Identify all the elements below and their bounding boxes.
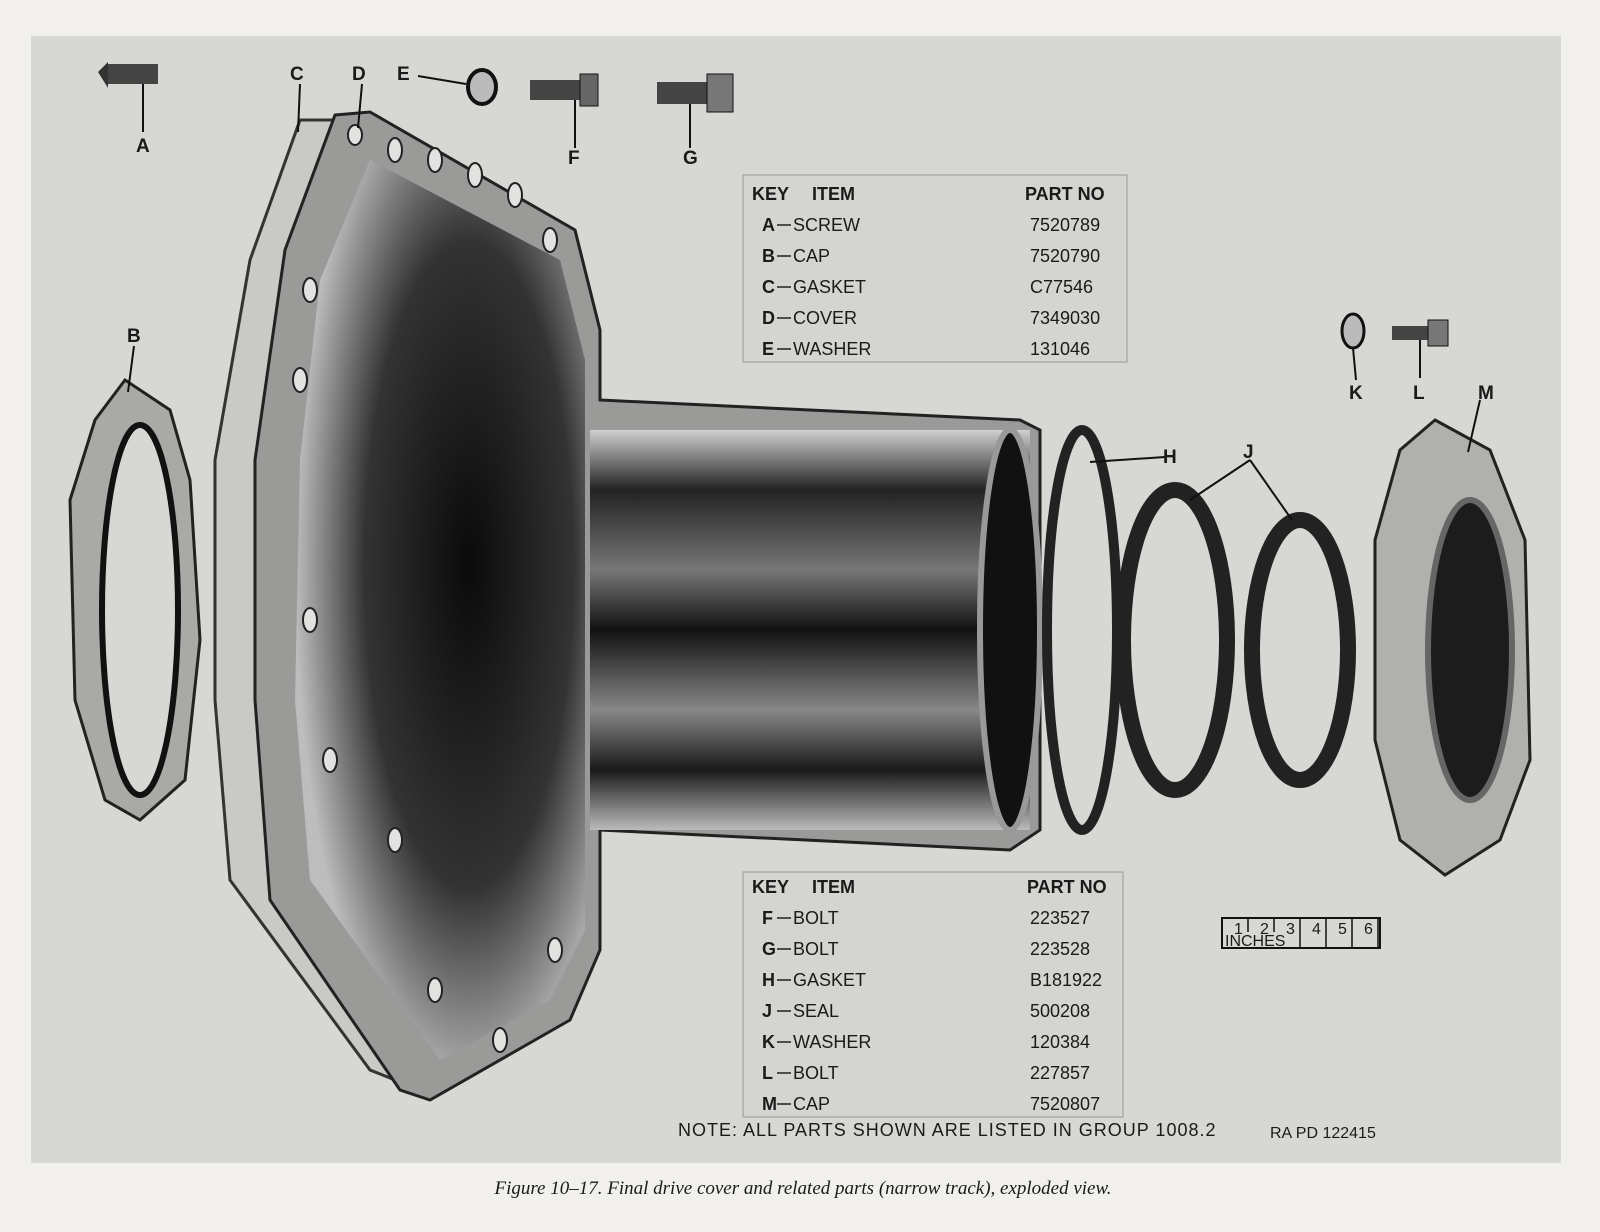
callout-m: M bbox=[1478, 383, 1494, 404]
leader-lines bbox=[127, 83, 1481, 521]
row-item: BOLT bbox=[793, 1063, 839, 1083]
table-row: A SCREW 7520789 bbox=[762, 215, 1100, 235]
bolt-g bbox=[657, 73, 734, 148]
scale-tick-label: 4 bbox=[1312, 921, 1321, 938]
row-part-no: 223527 bbox=[1030, 908, 1090, 928]
callout-a: A bbox=[136, 136, 150, 157]
callout-e: E bbox=[397, 64, 410, 85]
callout-j: J bbox=[1243, 442, 1254, 463]
row-part-no: 227857 bbox=[1030, 1063, 1090, 1083]
table-row: L BOLT 227857 bbox=[762, 1063, 1090, 1083]
row-item: CAP bbox=[793, 246, 830, 266]
row-key: D bbox=[762, 308, 775, 328]
cap-b bbox=[68, 377, 202, 822]
table-row: B CAP 7520790 bbox=[762, 246, 1100, 266]
row-key: C bbox=[762, 277, 775, 297]
row-item: WASHER bbox=[793, 1032, 871, 1052]
row-part-no: 131046 bbox=[1030, 339, 1090, 359]
bolt-f bbox=[530, 73, 599, 148]
row-key: H bbox=[762, 970, 775, 990]
row-key: L bbox=[762, 1063, 773, 1083]
header-key: KEY bbox=[752, 877, 789, 897]
row-key: E bbox=[762, 339, 774, 359]
callout-k: K bbox=[1349, 383, 1363, 404]
callout-f: F bbox=[568, 148, 580, 169]
scale-tick-label: 2 bbox=[1260, 921, 1269, 938]
row-item: GASKET bbox=[793, 970, 866, 990]
row-part-no: B181922 bbox=[1030, 970, 1102, 990]
row-key: K bbox=[762, 1032, 775, 1052]
row-item: WASHER bbox=[793, 339, 871, 359]
table-row: K WASHER 120384 bbox=[762, 1032, 1090, 1052]
callout-l: L bbox=[1413, 383, 1425, 404]
scale-tick-label: 3 bbox=[1286, 921, 1295, 938]
cover-d bbox=[253, 110, 1043, 1102]
parts-note: NOTE: ALL PARTS SHOWN ARE LISTED IN GROU… bbox=[678, 1120, 1217, 1140]
row-item: GASKET bbox=[793, 277, 866, 297]
washer-k bbox=[1340, 312, 1366, 381]
row-part-no: 7520790 bbox=[1030, 246, 1100, 266]
cap-m bbox=[1373, 418, 1532, 877]
row-part-no: 500208 bbox=[1030, 1001, 1090, 1021]
table-row: D COVER 7349030 bbox=[762, 308, 1100, 328]
callout-g: G bbox=[683, 148, 698, 169]
callout-b: B bbox=[127, 326, 141, 347]
row-key: B bbox=[762, 246, 775, 266]
row-key: A bbox=[762, 215, 775, 235]
callout-d: D bbox=[352, 64, 366, 85]
table-row: F BOLT 223527 bbox=[762, 908, 1090, 928]
row-part-no: 223528 bbox=[1030, 939, 1090, 959]
reference-number: RA PD 122415 bbox=[1270, 1125, 1376, 1142]
callout-c: C bbox=[290, 64, 304, 85]
row-item: SCREW bbox=[793, 215, 860, 235]
row-part-no: 7520807 bbox=[1030, 1094, 1100, 1114]
row-item: BOLT bbox=[793, 908, 839, 928]
table-row: M CAP 7520807 bbox=[762, 1094, 1100, 1114]
row-part-no: 7520789 bbox=[1030, 215, 1100, 235]
scale-tick-label: 6 bbox=[1364, 921, 1373, 938]
header-item: ITEM bbox=[812, 877, 855, 897]
header-part-no: PART NO bbox=[1027, 877, 1107, 897]
scale-tick-label: 5 bbox=[1338, 921, 1347, 938]
row-key: J bbox=[762, 1001, 772, 1021]
table-row: C GASKET C77546 bbox=[762, 277, 1093, 297]
seal-j bbox=[1115, 482, 1356, 798]
screw-a bbox=[98, 62, 158, 132]
row-part-no: C77546 bbox=[1030, 277, 1093, 297]
table-row: H GASKET B181922 bbox=[762, 970, 1102, 990]
row-item: CAP bbox=[793, 1094, 830, 1114]
washer-e bbox=[417, 68, 498, 106]
row-item: COVER bbox=[793, 308, 857, 328]
table-row: E WASHER 131046 bbox=[762, 339, 1090, 359]
table-row: G BOLT 223528 bbox=[762, 939, 1090, 959]
figure-caption: Figure 10–17. Final drive cover and rela… bbox=[493, 1178, 1111, 1199]
row-key: F bbox=[762, 908, 773, 928]
header-part-no: PART NO bbox=[1025, 184, 1105, 204]
bolt-l bbox=[1392, 319, 1449, 378]
row-key: M bbox=[762, 1094, 777, 1114]
scale-unit: INCHES bbox=[1225, 933, 1285, 950]
row-item: BOLT bbox=[793, 939, 839, 959]
row-item: SEAL bbox=[793, 1001, 839, 1021]
row-part-no: 120384 bbox=[1030, 1032, 1090, 1052]
table-row: J SEAL 500208 bbox=[762, 1001, 1090, 1021]
header-item: ITEM bbox=[812, 184, 855, 204]
callout-h: H bbox=[1163, 447, 1177, 468]
row-key: G bbox=[762, 939, 776, 959]
row-part-no: 7349030 bbox=[1030, 308, 1100, 328]
header-key: KEY bbox=[752, 184, 789, 204]
scale-tick-label: 1 bbox=[1234, 921, 1243, 938]
